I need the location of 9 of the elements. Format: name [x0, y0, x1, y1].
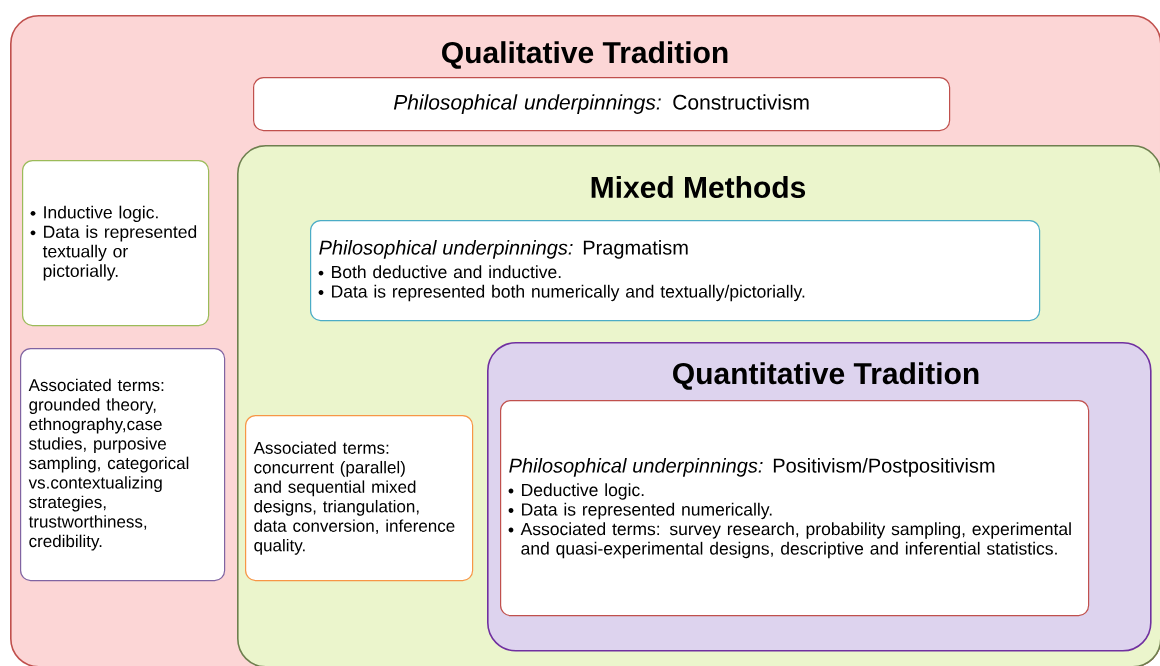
text-box: Philosophical underpinnings: Positivism/Postpositivism Deductive logic. Data is represented numerically. Associated terms: survey research, probability sampling, experimental and quasi-experimental designs, descriptive and inferential statistics.	[500, 400, 1090, 617]
text-box: Associated terms: concurrent (parallel) and sequential mixed designs, triangulation, data conversion, inference quality.	[245, 415, 474, 582]
panel-heading: Quantitative Tradition	[673, 362, 979, 390]
text-box: Philosophical underpinnings: Pragmatism Both deductive and inductive. Data is represented both numerically and textually/pictorially.	[310, 220, 1041, 322]
panel-heading: Mixed Methods	[591, 176, 806, 198]
text-box: Associated terms: grounded theory, ethnography,case studies, purposive sampling, categorical vs.contextualizing strategies, trustworthiness, credibility.	[20, 348, 226, 582]
panel-heading: Qualitative Tradition	[442, 41, 728, 69]
text-box: Philosophical underpinnings: Constructivism	[253, 77, 951, 132]
text-box: Inductive logic. Data is represented textually or pictorially.	[22, 160, 210, 327]
